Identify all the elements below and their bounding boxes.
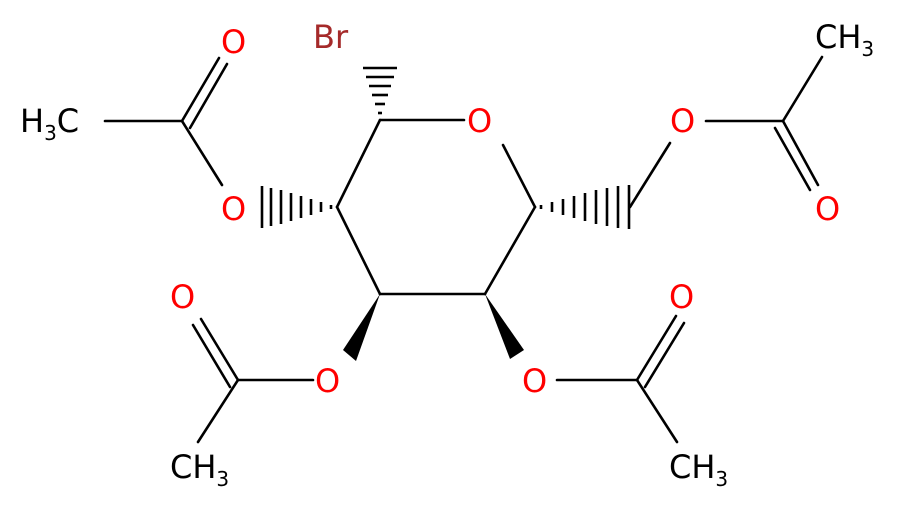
- carbonyl-oxygen-c4-label: O: [669, 278, 694, 316]
- wedge-bond-c4-o: [485, 294, 524, 359]
- hashed-bond-c2-o: [260, 186, 333, 228]
- bond-c2-c3: [335, 205, 382, 296]
- methyl-bottom-right-label: CH3: [669, 448, 728, 491]
- ring-oxygen-label: O: [467, 102, 492, 140]
- carbonyl-oxygen-c2-label: O: [221, 23, 246, 61]
- methyl-top-right-label: CH3: [815, 18, 874, 61]
- ester-oxygen-c2-label: O: [221, 190, 246, 228]
- bond-carbonyl-double-c3-b: [191, 323, 232, 389]
- bond-carbonyl-methyl-c3: [196, 378, 240, 444]
- ester-oxygen-c4-label: O: [522, 362, 547, 400]
- carbonyl-oxygen-c3-label: O: [170, 278, 195, 316]
- bond-carbonyl-double-c4-b: [643, 321, 686, 389]
- bond-carbonyl-double-c4-a: [635, 314, 678, 382]
- bond-carbonyl-double-right-a: [781, 119, 820, 187]
- ester-oxygen-c3-label: O: [315, 362, 340, 400]
- bromine-label: Br: [313, 18, 349, 56]
- carbonyl-oxygen-c6-label: O: [815, 190, 840, 228]
- hashed-bond-c1-br: [363, 66, 397, 115]
- wedge-bond-c3-o: [343, 294, 380, 361]
- bond-c1-c2: [335, 118, 382, 209]
- bond-carbonyl-methyl-right: [781, 55, 824, 123]
- bond-c5-o: [501, 143, 537, 209]
- bond-c4-c5: [483, 205, 537, 296]
- bond-carbonyl-double-right-b: [773, 126, 812, 192]
- bond-o-c2-carbonyl: [180, 119, 224, 187]
- methyl-left-label: H3C: [20, 102, 79, 145]
- bond-carbonyl-double-c3-a: [199, 317, 240, 382]
- bond-ch2-o: [628, 141, 672, 209]
- bond-carbonyl-methyl-c4: [635, 378, 679, 444]
- hashed-bond-c5-ch2: [539, 185, 631, 229]
- bond-carbonyl-double-left-a: [180, 56, 221, 123]
- ester-oxygen-c6-label: O: [670, 102, 695, 140]
- bond-carbonyl-double-left-b: [188, 62, 229, 130]
- methyl-bottom-left-label: CH3: [170, 448, 229, 491]
